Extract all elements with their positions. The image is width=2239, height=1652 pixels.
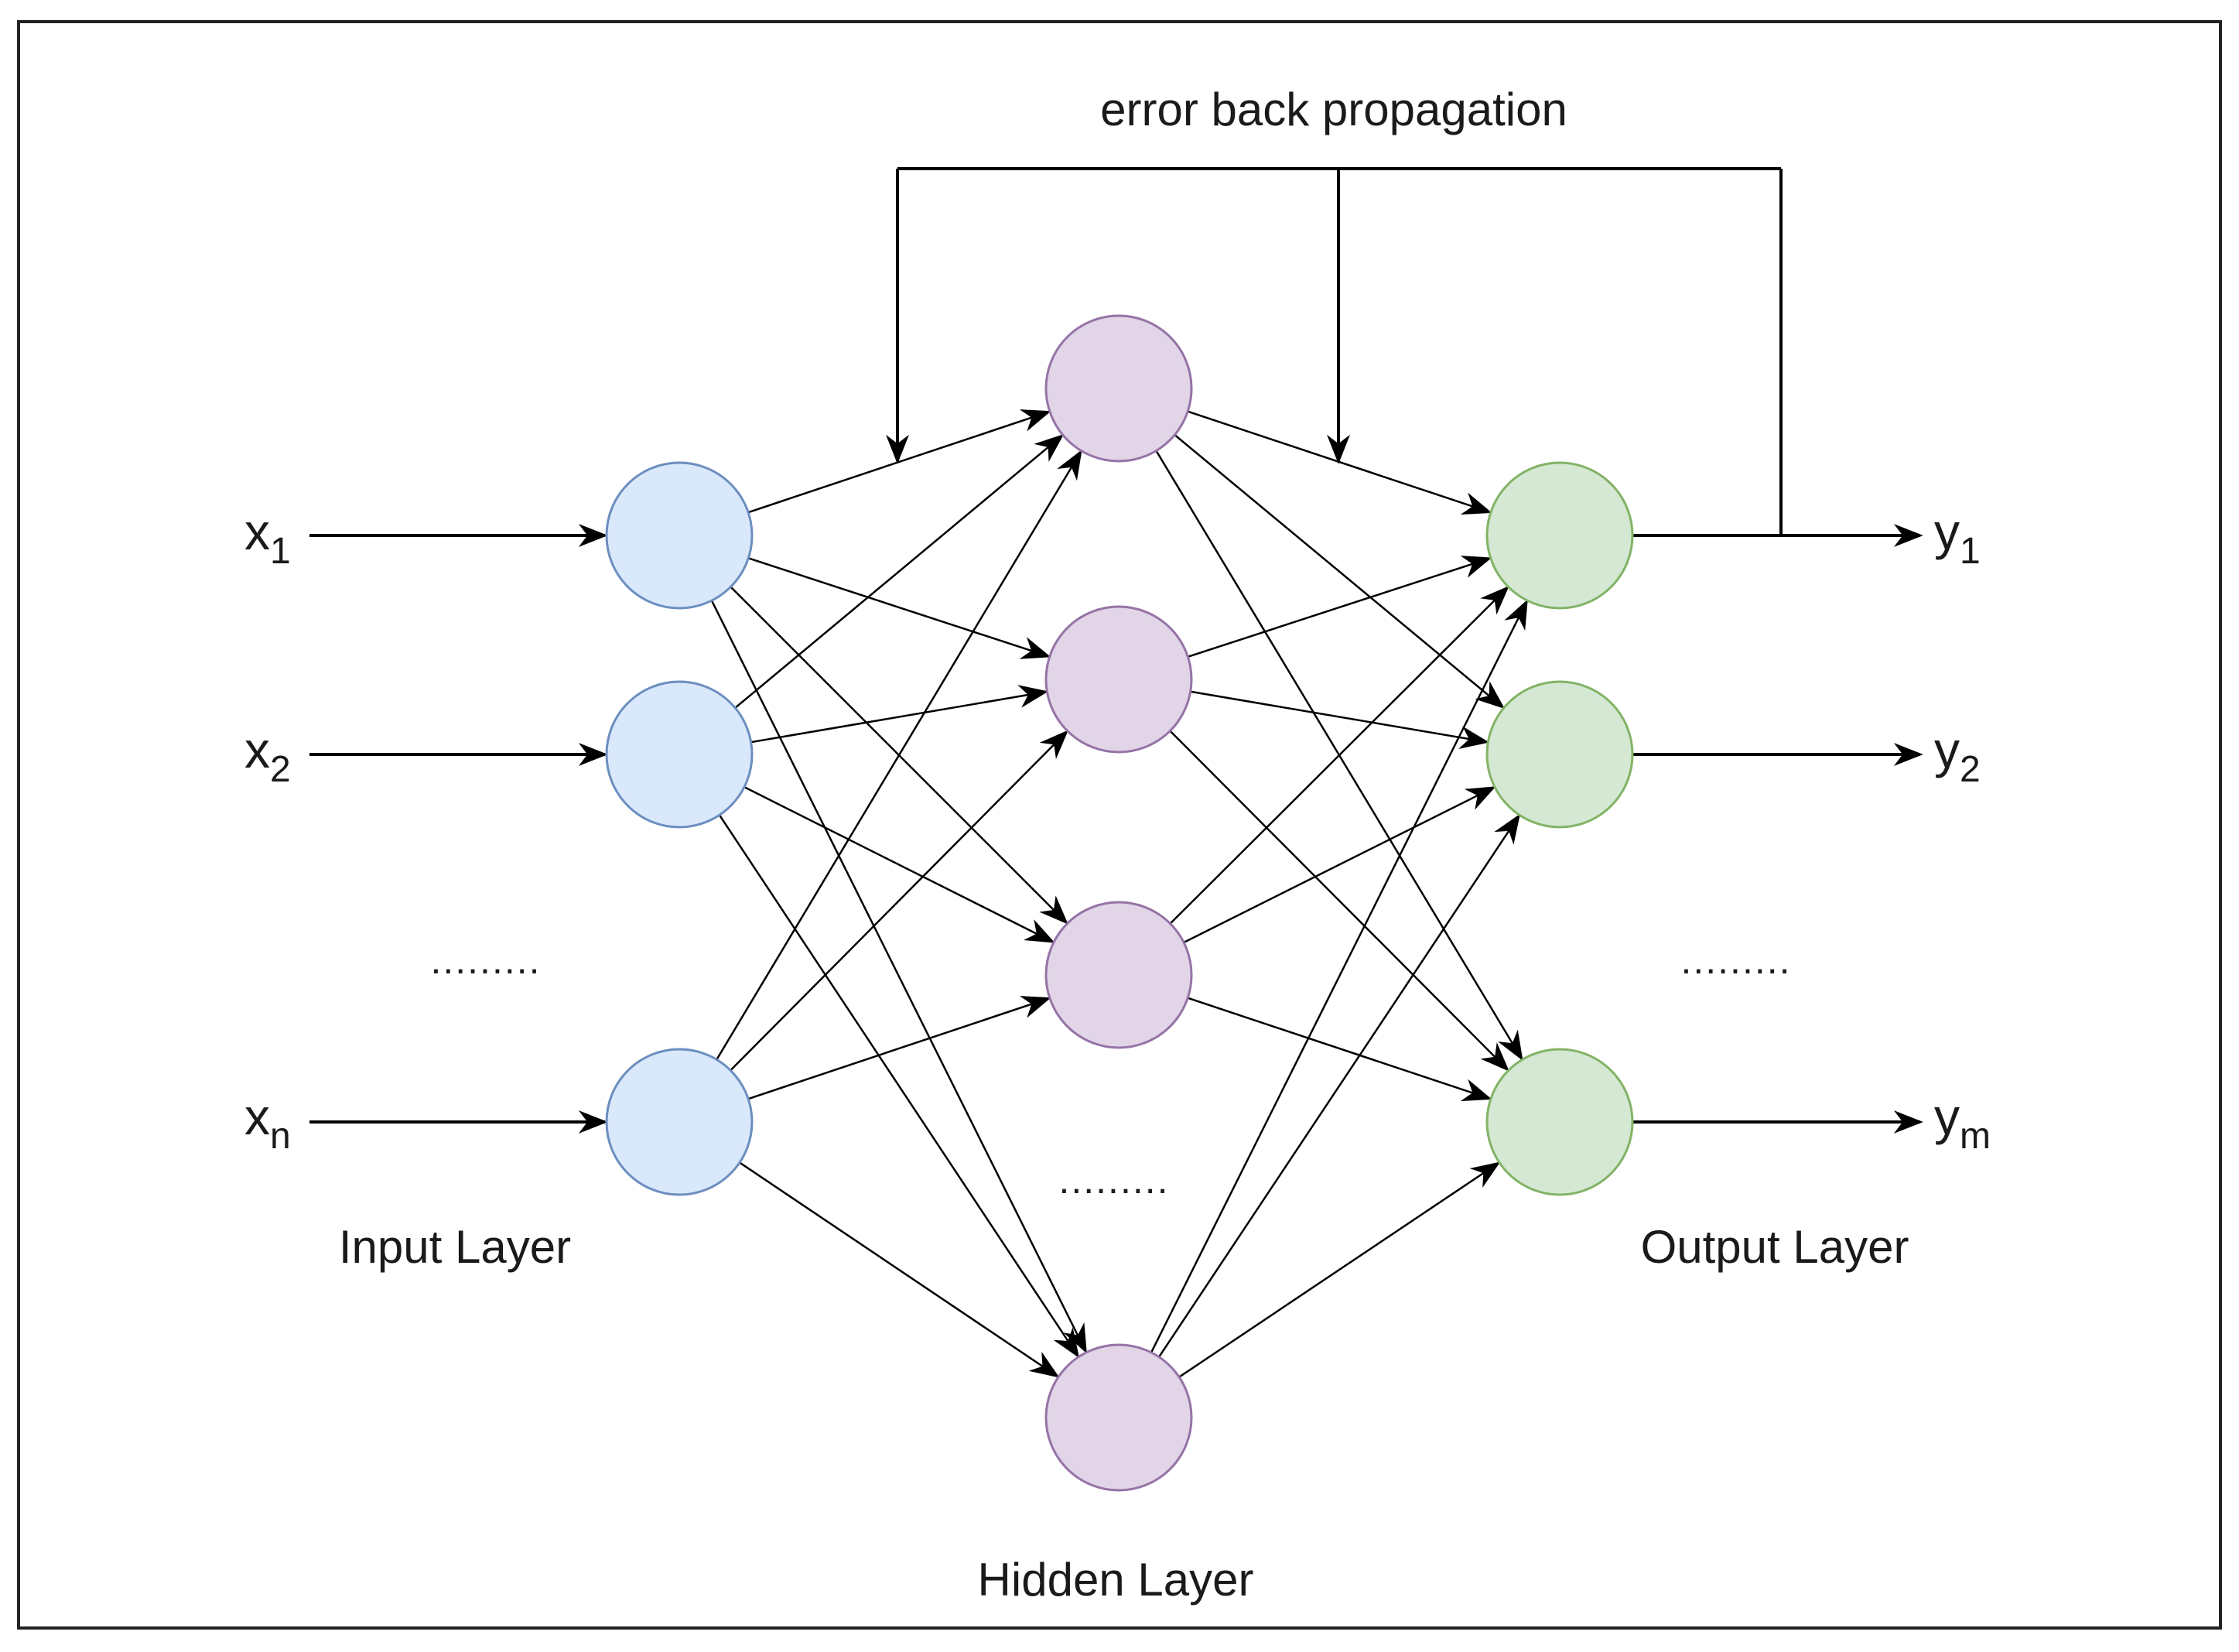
edge-input3-hidden2 bbox=[730, 730, 1069, 1072]
edge-hidden3-output1 bbox=[1169, 586, 1509, 925]
input-node-3 bbox=[605, 1048, 754, 1196]
output-node-3 bbox=[1485, 1048, 1634, 1196]
nodes-group bbox=[605, 314, 1634, 1492]
edge-input3-hidden3 bbox=[747, 996, 1051, 1100]
hidden-node-4 bbox=[1044, 1343, 1193, 1492]
edge-input2-hidden1 bbox=[734, 434, 1065, 709]
input-layer-label: Input Layer bbox=[339, 1221, 571, 1273]
edge-input1-hidden2 bbox=[747, 557, 1051, 659]
back-propagation-lines bbox=[886, 167, 1783, 535]
edge-input3-hidden4 bbox=[739, 1161, 1060, 1378]
input-ellipsis: ......... bbox=[430, 939, 541, 982]
output-node-1 bbox=[1485, 461, 1634, 610]
output-label-ym: ym bbox=[1934, 1088, 1991, 1157]
edge-hidden1-output2 bbox=[1174, 434, 1506, 710]
output-layer-label: Output Layer bbox=[1641, 1221, 1909, 1273]
back-propagation-label: error back propagation bbox=[1100, 84, 1567, 135]
input-label-x2: x2 bbox=[244, 721, 291, 790]
diagram-frame bbox=[17, 20, 2222, 1630]
output-label-y1: y1 bbox=[1934, 503, 1981, 572]
input-label-xn: xn bbox=[244, 1088, 291, 1157]
input-node-1 bbox=[605, 461, 754, 610]
edge-input1-hidden4 bbox=[710, 600, 1087, 1354]
edge-hidden4-output2 bbox=[1158, 813, 1520, 1358]
edge-input2-hidden2 bbox=[750, 685, 1049, 744]
edge-hidden4-output3 bbox=[1178, 1161, 1501, 1378]
edge-hidden2-output1 bbox=[1187, 556, 1492, 658]
hidden-node-2 bbox=[1044, 605, 1193, 754]
edge-hidden4-output1 bbox=[1150, 599, 1528, 1353]
output-ellipsis: ......... bbox=[1680, 939, 1791, 982]
edge-input2-hidden3 bbox=[743, 786, 1055, 943]
edge-hidden3-output2 bbox=[1183, 786, 1496, 944]
edge-hidden2-output3 bbox=[1169, 730, 1509, 1072]
edge-input3-hidden1 bbox=[716, 450, 1082, 1061]
hidden-layer-label: Hidden Layer bbox=[978, 1554, 1254, 1606]
hidden-node-1 bbox=[1044, 314, 1193, 463]
input-label-x1: x1 bbox=[244, 503, 291, 572]
edge-hidden3-output3 bbox=[1187, 997, 1492, 1102]
edge-input2-hidden4 bbox=[718, 814, 1080, 1359]
output-node-2 bbox=[1485, 680, 1634, 829]
input-node-2 bbox=[605, 680, 754, 829]
output-label-y2: y2 bbox=[1934, 721, 1981, 790]
hidden-node-3 bbox=[1044, 901, 1193, 1049]
hidden-ellipsis: ......... bbox=[1058, 1158, 1169, 1202]
edge-hidden2-output2 bbox=[1190, 690, 1490, 749]
